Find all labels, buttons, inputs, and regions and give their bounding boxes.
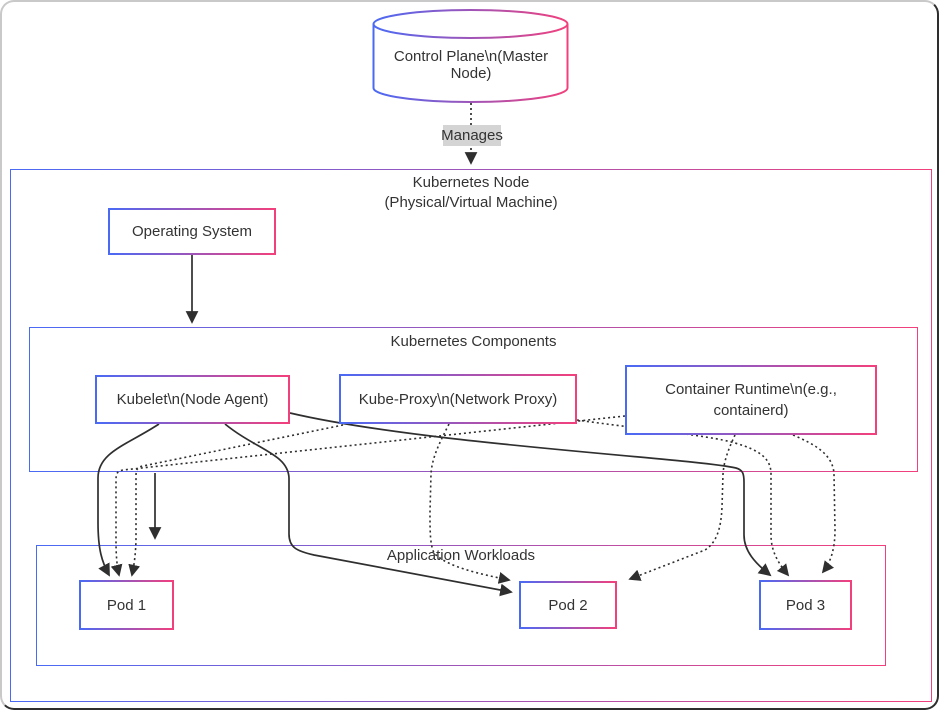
control-plane-cylinder [372, 9, 569, 103]
cluster-kubernetes-node-title: Kubernetes Node (Physical/Virtual Machin… [10, 173, 932, 213]
edge-kubeproxy-pod2 [429, 423, 511, 584]
cluster-application-workloads-title: Application Workloads [386, 547, 536, 564]
container-runtime-line2: containerd) [713, 402, 789, 419]
cluster-kubernetes-components-title: Kubernetes Components [390, 333, 557, 350]
node-operating-system: Operating System [108, 208, 276, 255]
manages-edge-label: Manages [441, 125, 503, 146]
node-pod-3: Pod 3 [759, 580, 852, 630]
node-kube-proxy: Kube-Proxy\n(Network Proxy) [339, 374, 577, 424]
container-runtime-line1: Container Runtime\n(e.g., [665, 381, 837, 398]
node-pod-1: Pod 1 [79, 580, 174, 630]
node-pod-2: Pod 2 [519, 581, 617, 629]
node-container-runtime: Container Runtime\n(e.g., containerd) [625, 365, 877, 435]
edge-kubelet-pod1 [97, 423, 160, 577]
edge-kubeproxy-pod3 [576, 419, 790, 577]
control-plane-label: Control Plane\n(Master Node) [393, 48, 549, 82]
edge-kubelet-pod3 [289, 412, 772, 577]
node-kubelet: Kubelet\n(Node Agent) [95, 375, 290, 424]
cluster-application-workloads [36, 545, 886, 666]
edge-kubelet-pod2 [224, 423, 513, 597]
edge-kubeproxy-pod1 [128, 424, 344, 577]
kubernetes-node-title-line1: Kubernetes Node [412, 174, 530, 191]
kubernetes-node-title-line2: (Physical/Virtual Machine) [384, 194, 558, 211]
